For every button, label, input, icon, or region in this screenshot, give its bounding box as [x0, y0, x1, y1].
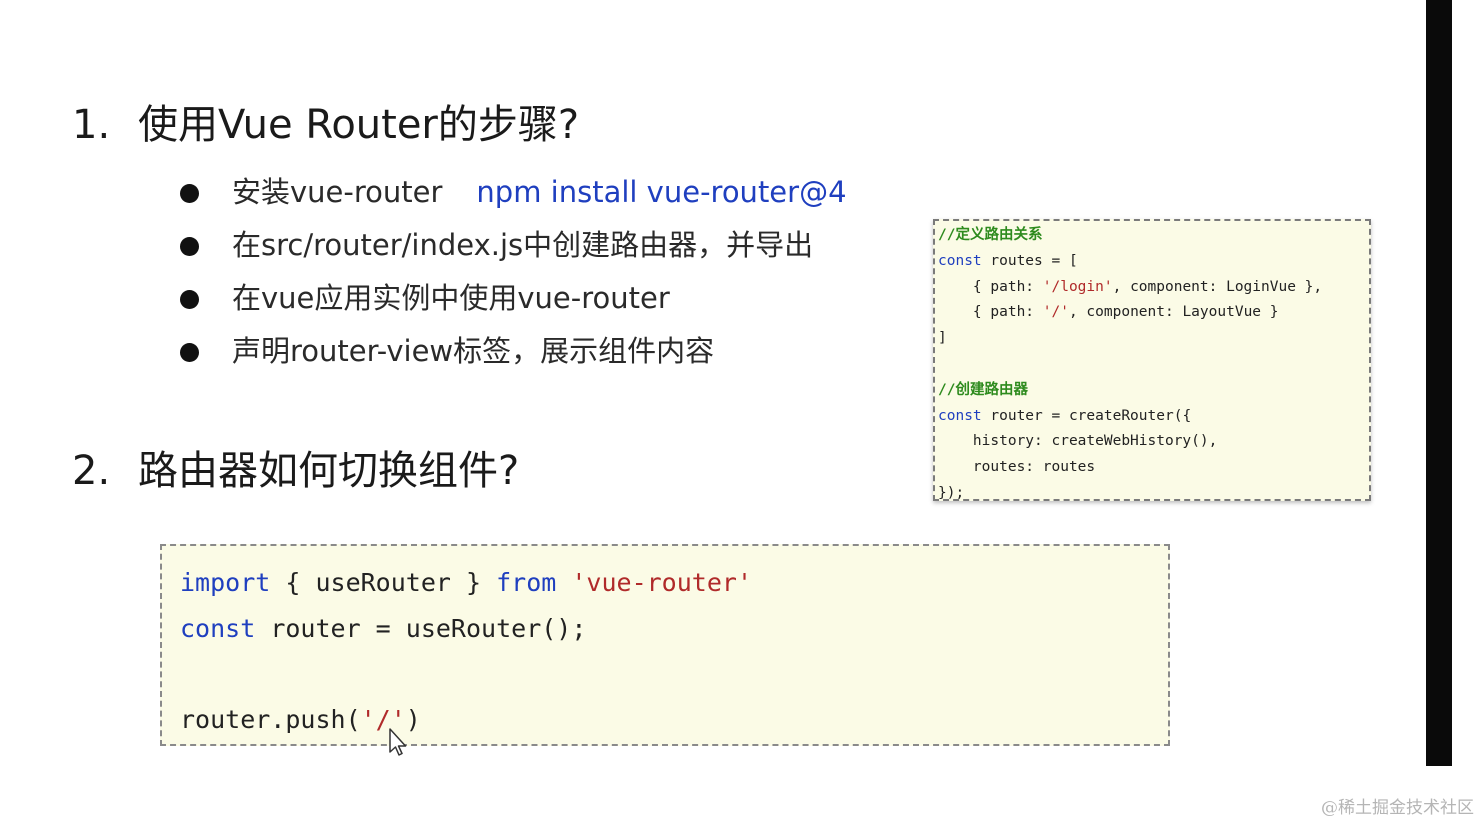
section1-heading: 1. 使用Vue Router的步骤? — [72, 92, 579, 150]
code-string: '/' — [360, 704, 406, 734]
code-text: { useRouter } — [270, 568, 497, 597]
code-line — [938, 352, 1369, 378]
code-line: { path: '/login', component: LoginVue }, — [938, 275, 1369, 301]
code-line: //定义路由关系 — [938, 223, 1369, 249]
step-text: 安装vue-router — [232, 175, 443, 209]
code-line: const router = useRouter(); — [180, 606, 1168, 652]
code-line: { path: '/', component: LayoutVue } — [938, 300, 1369, 326]
code-comment: //创建路由器 — [938, 381, 1028, 398]
code-line: const router = createRouter({ — [938, 404, 1369, 430]
code-text: router.push( — [180, 704, 361, 734]
code-line: import { useRouter } from 'vue-router' — [180, 560, 1168, 606]
step-item: 安装vue-router npm install vue-router@4 — [180, 166, 847, 219]
code-line: routes: routes — [938, 455, 1369, 481]
code-string: 'vue-router' — [571, 568, 752, 597]
code-text: routes = [ — [981, 252, 1078, 269]
install-command: npm install vue-router@4 — [476, 175, 847, 209]
bullet-dot-icon — [180, 290, 199, 309]
code-keyword: const — [938, 252, 982, 269]
step-text: 在vue应用实例中使用vue-router — [232, 281, 670, 315]
code-line — [180, 651, 1168, 697]
code-line: router.push('/') — [180, 697, 1168, 743]
code-line: history: createWebHistory(), — [938, 429, 1369, 455]
code-keyword: import — [180, 568, 271, 597]
code-text: router = useRouter(); — [255, 613, 587, 643]
bullet-dot-icon — [180, 184, 199, 203]
code-text — [556, 568, 571, 597]
section2-title: 路由器如何切换组件? — [138, 448, 520, 494]
code-text: routes: routes — [938, 459, 1096, 476]
section1-number: 1. — [72, 102, 111, 148]
code-line: //创建路由器 — [938, 378, 1369, 404]
steps-list: 安装vue-router npm install vue-router@4 在sr… — [180, 166, 847, 378]
section2-number: 2. — [72, 448, 111, 494]
step-item: 在src/router/index.js中创建路由器，并导出 — [180, 219, 847, 272]
section2-heading: 2. 路由器如何切换组件? — [72, 438, 519, 496]
watermark: @稀土掘金技术社区 — [1321, 798, 1474, 818]
step-item: 在vue应用实例中使用vue-router — [180, 272, 847, 325]
code-comment: //定义路由关系 — [938, 227, 1043, 243]
code-keyword: const — [938, 407, 982, 424]
section1-title: 使用Vue Router的步骤? — [138, 102, 580, 148]
slide: 1. 使用Vue Router的步骤? 安装vue-router npm insta… — [72, 92, 1371, 756]
code-string: '/login' — [1042, 278, 1113, 295]
code-text: ) — [405, 704, 421, 734]
code-text: history: createWebHistory(), — [938, 433, 1218, 450]
right-edge-bar — [1426, 0, 1452, 766]
mouse-cursor-icon — [389, 728, 407, 756]
step-text: 在src/router/index.js中创建路由器，并导出 — [232, 228, 814, 262]
code-text: { path: — [938, 304, 1043, 321]
bullet-dot-icon — [180, 237, 199, 256]
step-item: 声明router-view标签，展示组件内容 — [180, 325, 847, 378]
code-text: ] — [938, 330, 947, 347]
step-text: 声明router-view标签，展示组件内容 — [232, 334, 715, 368]
code-text: { path: — [938, 278, 1043, 295]
router-config-code-box: //定义路由关系 const routes = [ { path: '/logi… — [933, 219, 1371, 501]
router-usage-code-box: import { useRouter } from 'vue-router' c… — [160, 544, 1170, 746]
bullet-dot-icon — [180, 343, 199, 362]
code-text: , component: LayoutVue } — [1068, 304, 1279, 321]
code-string: '/' — [1042, 304, 1069, 321]
code-line: }); — [938, 481, 1369, 507]
code-keyword: from — [496, 568, 557, 597]
code-line: const routes = [ — [938, 249, 1369, 275]
code-keyword: const — [180, 613, 256, 643]
code-line: ] — [938, 326, 1369, 352]
code-text: }); — [938, 484, 965, 501]
code-text: , component: LoginVue }, — [1112, 278, 1323, 295]
code-text: router = createRouter({ — [981, 407, 1192, 424]
